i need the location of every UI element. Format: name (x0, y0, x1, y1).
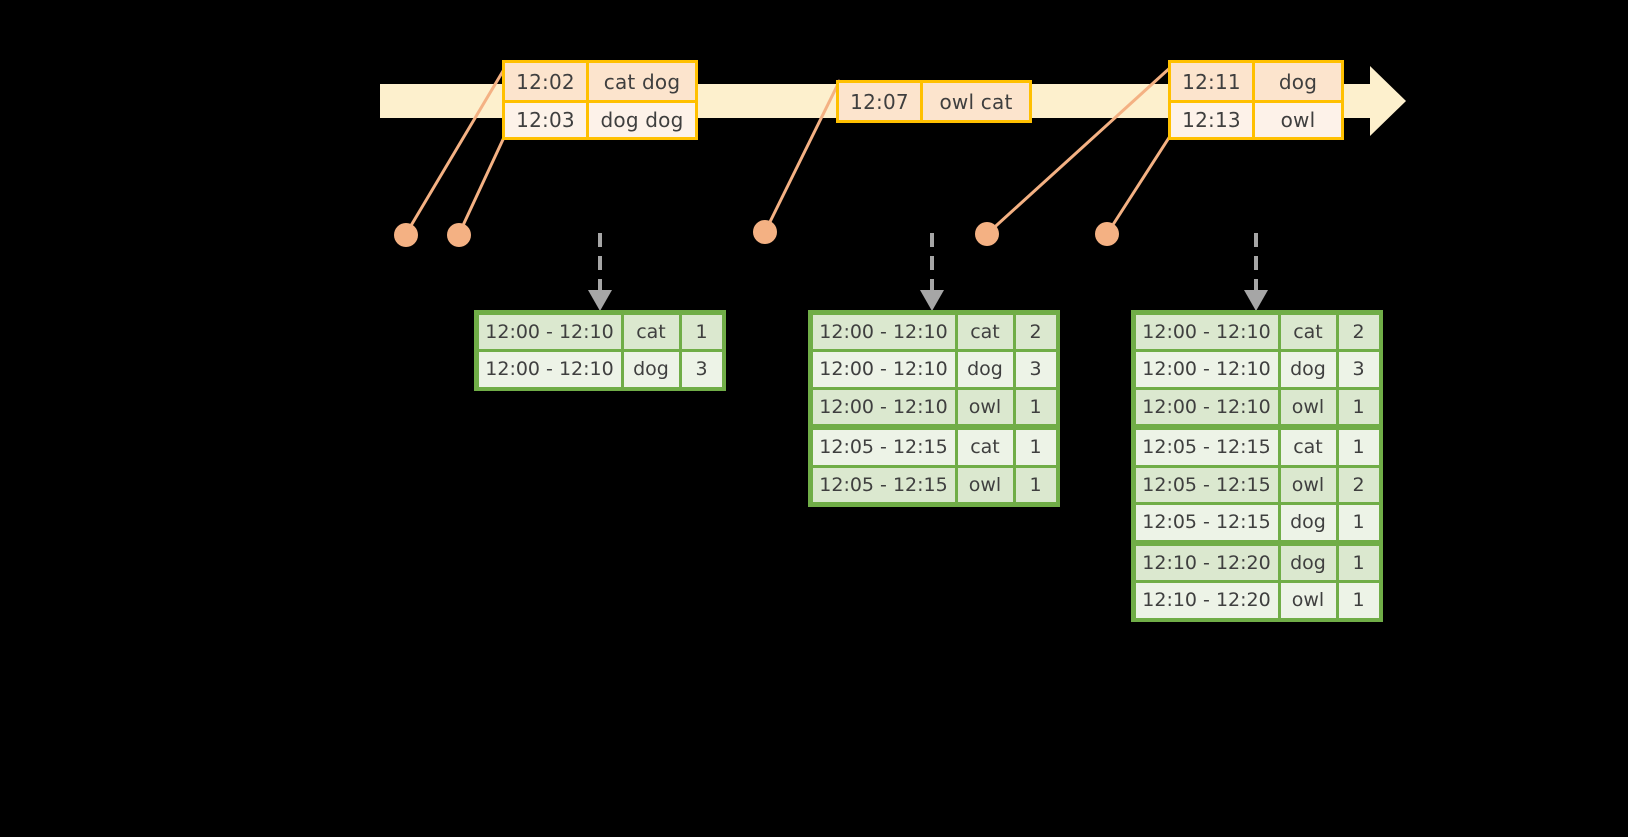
cell-count: 3 (1015, 352, 1056, 387)
marker-12-13 (1095, 222, 1119, 246)
cell-window: 12:00 - 12:10 (1135, 314, 1278, 349)
event-row[interactable]: 12:02 cat dog (505, 63, 695, 100)
cell-window: 12:00 - 12:10 (812, 314, 955, 349)
cell-key: cat (957, 430, 1013, 465)
cell-count: 1 (1338, 389, 1379, 424)
event-payload: dog dog (589, 103, 695, 137)
event-row[interactable]: 12:03 dog dog (505, 100, 695, 137)
cell-key: owl (1280, 389, 1336, 424)
cell-key: owl (1280, 467, 1336, 502)
cell-count: 1 (681, 314, 722, 349)
cell-count: 2 (1015, 314, 1056, 349)
window-group-separator (1134, 541, 1380, 544)
event-time: 12:02 (505, 63, 589, 100)
cell-key: owl (1280, 583, 1336, 618)
cell-key: owl (957, 467, 1013, 502)
event-payload: owl cat (923, 83, 1029, 120)
event-payload: dog (1255, 63, 1341, 100)
cell-count: 3 (1338, 352, 1379, 387)
cell-key: dog (1280, 505, 1336, 540)
event-row[interactable]: 12:11 dog (1171, 63, 1341, 100)
cell-count: 1 (1338, 430, 1379, 465)
cell-key: dog (957, 352, 1013, 387)
cell-window: 12:00 - 12:10 (1135, 389, 1278, 424)
cell-window: 12:00 - 12:10 (478, 314, 621, 349)
cell-count: 1 (1338, 505, 1379, 540)
cell-window: 12:05 - 12:15 (812, 467, 955, 502)
event-row[interactable]: 12:07 owl cat (839, 83, 1029, 120)
event-box-1[interactable]: 12:02 cat dog 12:03 dog dog (502, 60, 698, 140)
cell-key: cat (1280, 430, 1336, 465)
cell-count: 2 (1338, 467, 1379, 502)
cell-window: 12:05 - 12:15 (812, 430, 955, 465)
dashed-arrow-heads (588, 290, 1268, 311)
cell-key: dog (1280, 352, 1336, 387)
cell-count: 1 (1015, 430, 1056, 465)
cell-key: owl (957, 389, 1013, 424)
event-time: 12:11 (1171, 63, 1255, 100)
cell-window: 12:00 - 12:10 (1135, 352, 1278, 387)
cell-window: 12:10 - 12:20 (1135, 545, 1278, 580)
event-time: 12:07 (839, 83, 923, 120)
cell-count: 1 (1338, 583, 1379, 618)
cell-key: cat (1280, 314, 1336, 349)
event-payload: cat dog (589, 63, 695, 100)
cell-window: 12:05 - 12:15 (1135, 430, 1278, 465)
cell-window: 12:05 - 12:15 (1135, 467, 1278, 502)
cell-window: 12:05 - 12:15 (1135, 505, 1278, 540)
window-group-separator (811, 425, 1057, 429)
cell-window: 12:00 - 12:10 (812, 352, 955, 387)
event-box-3[interactable]: 12:11 dog 12:13 owl (1168, 60, 1344, 140)
cell-key: dog (623, 352, 679, 387)
cell-key: dog (1280, 545, 1336, 580)
event-box-2[interactable]: 12:07 owl cat (836, 80, 1032, 123)
window-group-separator (1134, 425, 1380, 429)
cell-count: 2 (1338, 314, 1379, 349)
event-time: 12:03 (505, 103, 589, 137)
cell-key: cat (623, 314, 679, 349)
cell-count: 3 (681, 352, 722, 387)
event-payload: owl (1255, 103, 1341, 137)
cell-count: 1 (1015, 389, 1056, 424)
dashed-arrows (598, 233, 1258, 292)
event-row[interactable]: 12:13 owl (1171, 100, 1341, 137)
marker-12-07 (753, 220, 777, 244)
cell-count: 1 (1338, 545, 1379, 580)
marker-12-03 (447, 223, 471, 247)
marker-12-02 (394, 223, 418, 247)
marker-dots (394, 220, 1119, 247)
marker-12-11 (975, 222, 999, 246)
cell-window: 12:00 - 12:10 (478, 352, 621, 387)
cell-key: cat (957, 314, 1013, 349)
cell-window: 12:00 - 12:10 (812, 389, 955, 424)
cell-window: 12:10 - 12:20 (1135, 583, 1278, 618)
event-time: 12:13 (1171, 103, 1255, 137)
cell-count: 1 (1015, 467, 1056, 502)
